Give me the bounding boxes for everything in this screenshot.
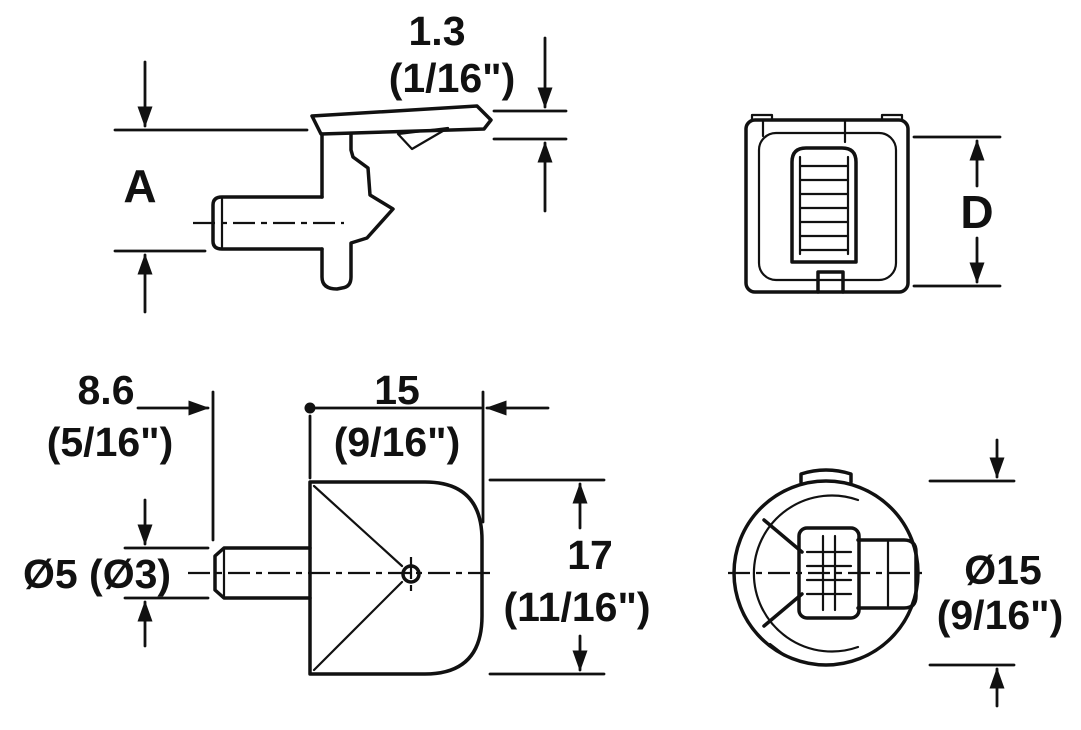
dim-dia-in: (9/16") bbox=[937, 592, 1064, 638]
clamp-jaw-top bbox=[762, 518, 804, 554]
dim-height-mm: 17 bbox=[567, 532, 613, 578]
dim-height-in: (11/16") bbox=[503, 584, 650, 630]
dim-pinlen-mm: 8.6 bbox=[78, 367, 135, 413]
bracket-body bbox=[320, 132, 395, 291]
dim-pin-diameter: Ø5 (Ø3) bbox=[23, 498, 210, 648]
dim-width-mm: 15 bbox=[374, 367, 420, 413]
view-side-small bbox=[193, 104, 493, 291]
dim-d: D bbox=[912, 135, 1002, 288]
ladder-rungs bbox=[805, 550, 853, 596]
dim-a-label: A bbox=[123, 160, 156, 212]
view-front-round bbox=[728, 468, 925, 667]
view-front-clamp bbox=[744, 113, 910, 294]
dim-body-width: 15 (9/16") bbox=[304, 367, 550, 524]
dim-origin-dot bbox=[304, 402, 316, 414]
top-tab-right bbox=[880, 113, 904, 122]
clamp-outer bbox=[744, 118, 910, 294]
bottom-notch-line bbox=[768, 642, 785, 656]
dim-pin-length: 8.6 (5/16") bbox=[47, 367, 215, 542]
plate-outline bbox=[310, 104, 493, 136]
view-side-large bbox=[188, 480, 496, 676]
dim-outer-diameter: Ø15 (9/16") bbox=[928, 438, 1064, 708]
dim-d-label: D bbox=[960, 186, 993, 238]
top-tab bbox=[799, 468, 853, 484]
dim-dia-mm: Ø15 bbox=[964, 547, 1042, 593]
dim-pinlen-in: (5/16") bbox=[47, 419, 174, 465]
dim-pin-dia-label: Ø5 (Ø3) bbox=[23, 551, 171, 597]
dim-a: A bbox=[113, 60, 309, 314]
cone-line-bottom bbox=[312, 580, 404, 672]
dim-plate-thickness: 1.3 (1/16") bbox=[389, 8, 568, 213]
dim-plate-mm: 1.3 bbox=[409, 8, 466, 54]
body-outline bbox=[308, 480, 484, 676]
ladder-rungs bbox=[798, 164, 850, 252]
cone-line-top bbox=[312, 484, 404, 568]
inner-ring bbox=[752, 494, 860, 653]
dim-width-in: (9/16") bbox=[334, 419, 461, 465]
clamp-jaw-bottom bbox=[762, 592, 804, 628]
top-tab-left bbox=[750, 113, 774, 122]
bottom-notch bbox=[816, 270, 845, 294]
spring-ladder-outline bbox=[790, 146, 858, 264]
plate-lip bbox=[396, 126, 450, 151]
dim-body-height: 17 (11/16") bbox=[488, 478, 651, 676]
clamp-inner-frame bbox=[757, 131, 898, 282]
pin-side-large bbox=[213, 546, 312, 600]
dim-plate-in: (1/16") bbox=[389, 55, 516, 101]
